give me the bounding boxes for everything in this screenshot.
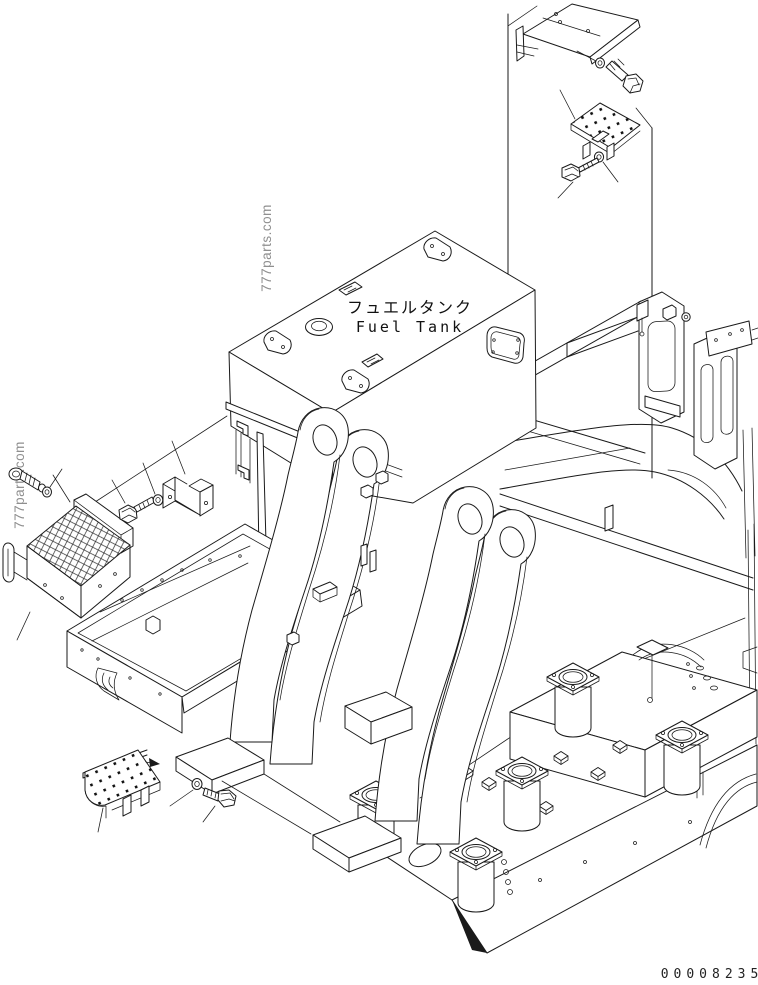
watermark-left: 777parts.com — [12, 441, 27, 529]
part-number: 00008235 — [661, 967, 758, 982]
bottom-step-assembly — [83, 750, 236, 832]
tank-mount-tab — [424, 238, 451, 261]
top-cover-washer-bolt — [577, 51, 643, 93]
tank-mount-tab — [264, 331, 291, 354]
left-step-hardware — [9, 441, 213, 523]
top-step-bolt-washer — [558, 152, 618, 198]
engine-mount — [655, 720, 709, 796]
arm-foot-base — [313, 816, 401, 872]
top-cover-plate — [516, 4, 640, 64]
right-frame-assembly — [567, 292, 758, 469]
u-bracket — [163, 441, 213, 516]
engine-mount — [449, 837, 503, 913]
watermark-top: 777parts.com — [259, 204, 274, 292]
arm-foot-base — [176, 738, 264, 794]
engine-mount — [495, 756, 549, 832]
engine-mount — [546, 662, 600, 738]
fuel-tank-label-en: Fuel Tank — [356, 318, 464, 336]
fuel-tank-label-ja: フュエルタンク — [347, 298, 473, 317]
tank-access-plate — [487, 327, 524, 363]
top-step-plate — [560, 90, 640, 160]
left-step-box — [3, 494, 133, 640]
boom-mount-arms — [176, 407, 613, 872]
tank-mount-tab — [342, 370, 369, 393]
arm-foot-base — [345, 692, 412, 744]
